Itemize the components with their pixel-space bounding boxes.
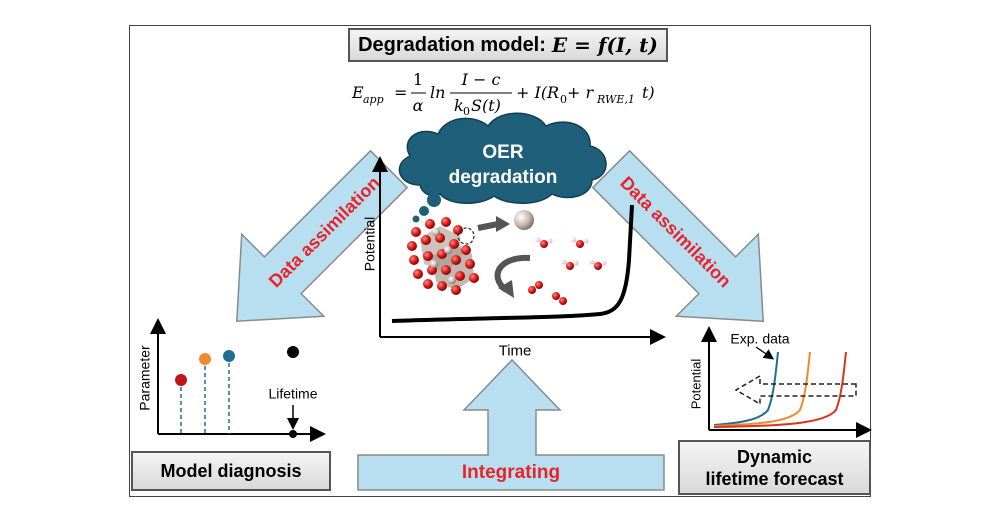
integrating-arrow: Integrating bbox=[357, 358, 665, 491]
center-potential-time-plot: Potential Time bbox=[362, 156, 666, 359]
data-assimilation-right-label: Data assimilation bbox=[616, 173, 735, 292]
formula-frac2-num: I − c bbox=[461, 70, 501, 89]
formula-lhs: E bbox=[351, 83, 364, 102]
cloud-line1: OER bbox=[482, 142, 523, 163]
formula-frac1-num: 1 bbox=[413, 70, 423, 89]
diagnosis-dot-red bbox=[175, 374, 187, 386]
diagnosis-dot-black bbox=[287, 346, 299, 358]
forecast-curve-orange bbox=[713, 351, 811, 427]
forecast-ylabel: Potential bbox=[688, 359, 703, 410]
formula-frac2-den-sub: 0 bbox=[463, 105, 470, 118]
formula-tail: + I(R bbox=[516, 83, 559, 102]
cloud-line2: degradation bbox=[449, 167, 558, 188]
integrating-label: Integrating bbox=[462, 462, 560, 483]
formula-lhs-sub: app bbox=[363, 93, 384, 106]
formula-tail-end: t) bbox=[642, 83, 655, 102]
center-ylabel: Potential bbox=[362, 217, 378, 271]
formula-frac2-den: k bbox=[454, 96, 464, 115]
lifetime-forecast-plot: Potential Exp. data bbox=[688, 326, 872, 438]
formula-frac1-den: α bbox=[413, 96, 424, 115]
title-label: Degradation model: bbox=[358, 33, 546, 56]
formula-frac2-den-rest: S(t) bbox=[471, 96, 501, 115]
forecast-line2: lifetime forecast bbox=[705, 468, 844, 489]
formula-ln: ln bbox=[430, 83, 445, 102]
model-diagnosis-box: Model diagnosis bbox=[131, 451, 331, 491]
diagnosis-dot-blue bbox=[223, 350, 235, 362]
forecast-backward-arrow bbox=[734, 374, 857, 406]
model-diagnosis-plot: Parameter Lifetime bbox=[137, 318, 326, 442]
diagnosis-ylabel: Parameter bbox=[137, 345, 153, 411]
lifetime-label: Lifetime bbox=[268, 386, 317, 402]
oer-degradation-cloud: OER degradation bbox=[398, 112, 607, 223]
forecast-line1: Dynamic bbox=[736, 446, 813, 467]
center-xlabel: Time bbox=[499, 342, 532, 359]
degradation-formula: E app = 1 α ln I − c k 0 S(t) + I(R 0 + … bbox=[351, 70, 655, 118]
formula-tail-mid: + r bbox=[567, 83, 594, 102]
data-assimilation-left-arrow: Data assimilation bbox=[235, 149, 409, 323]
degradation-model-title: Degradation model: E = f(I, t) bbox=[348, 28, 668, 62]
forecast-curve-red bbox=[713, 351, 847, 428]
model-diagnosis-label: Model diagnosis bbox=[160, 460, 302, 481]
formula-tail-sub0: 0 bbox=[560, 93, 567, 106]
formula-equals: = bbox=[394, 83, 407, 102]
lifetime-marker bbox=[289, 430, 297, 438]
diagnosis-dot-orange bbox=[199, 353, 211, 365]
forecast-curve-blue bbox=[713, 351, 779, 426]
title-equation: E = f(I, t) bbox=[551, 33, 658, 57]
exp-data-label: Exp. data bbox=[730, 331, 789, 347]
lifetime-forecast-box: Dynamic lifetime forecast bbox=[678, 440, 871, 495]
formula-tail-sub1: RWE,1 bbox=[596, 93, 635, 106]
oxide-crystal-illustration bbox=[407, 210, 607, 305]
